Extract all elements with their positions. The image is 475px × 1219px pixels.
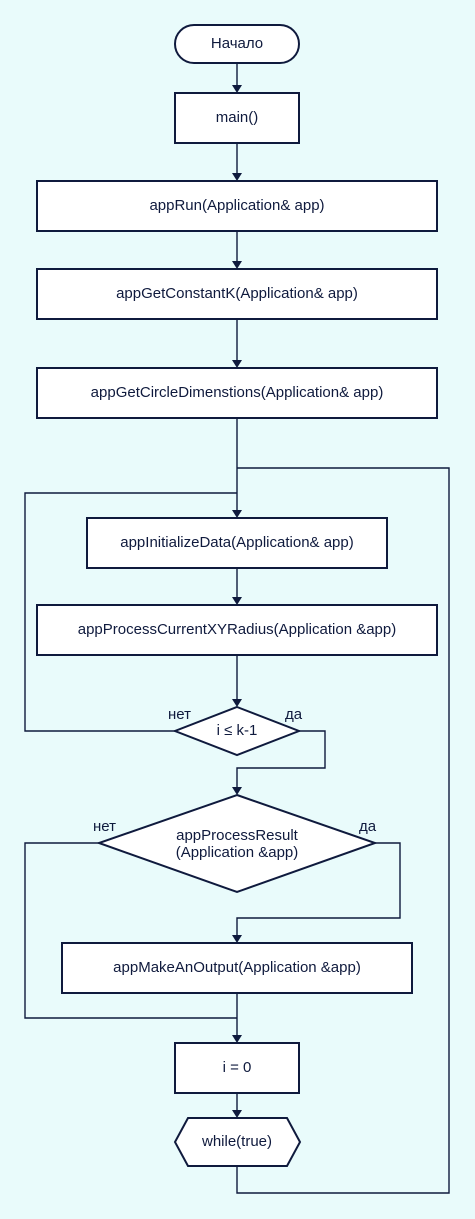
initialize-data-label: appInitializeData(Application& app): [120, 534, 353, 551]
edge-app-run-to-get-constant-k: [232, 231, 242, 269]
reset-i-node: i = 0: [174, 1042, 300, 1094]
result-yes-label: да: [359, 818, 377, 835]
edge-reset-i-to-while-true: [232, 1093, 242, 1118]
edge-loop-yes-to-process-result: [232, 730, 326, 795]
get-circle-dimensions-node: appGetCircleDimenstions(Application& app…: [36, 367, 438, 419]
edge-loop-no-back: [24, 492, 237, 732]
edge-make-output-to-reset-i: [232, 993, 242, 1043]
get-circle-dimensions-label: appGetCircleDimenstions(Application& app…: [91, 384, 384, 401]
start-label: Начало: [211, 35, 263, 52]
process-result-label-line1: appProcessResult: [176, 827, 299, 844]
edge-get-constant-k-to-get-circle-dimensions: [232, 319, 242, 368]
loop-yes-label: да: [285, 706, 303, 723]
app-run-label: appRun(Application& app): [149, 197, 324, 214]
process-current-xy-radius-node: appProcessCurrentXYRadius(Application &a…: [36, 604, 438, 656]
loop-condition-node: i ≤ k-1: [172, 705, 302, 757]
make-output-label: appMakeAnOutput(Application &app): [113, 959, 361, 976]
start-node: Начало: [174, 24, 300, 64]
process-result-label-line2: (Application &app): [176, 844, 299, 861]
edge-initialize-data-to-process-current: [232, 568, 242, 605]
edge-main-to-app-run: [232, 143, 242, 181]
edge-start-to-main: [232, 63, 242, 93]
loop-no-label: нет: [168, 706, 191, 723]
app-run-node: appRun(Application& app): [36, 180, 438, 232]
loop-condition-label: i ≤ k-1: [217, 722, 258, 739]
edge-result-yes-to-make-output: [232, 842, 401, 943]
result-no-label: нет: [93, 818, 116, 835]
process-current-xy-radius-label: appProcessCurrentXYRadius(Application &a…: [78, 621, 397, 638]
reset-i-label: i = 0: [223, 1059, 252, 1076]
edge-result-no-bypass: [24, 842, 237, 1019]
edge-while-loop-back: [236, 467, 450, 1194]
get-constant-k-node: appGetConstantK(Application& app): [36, 268, 438, 320]
main-label: main(): [216, 109, 259, 126]
make-output-node: appMakeAnOutput(Application &app): [61, 942, 413, 994]
edge-process-current-to-loop-condition: [232, 655, 242, 707]
main-node: main(): [174, 92, 300, 144]
process-result-node: appProcessResult (Application &app): [95, 793, 379, 894]
while-true-label: while(true): [201, 1133, 272, 1150]
while-true-node: while(true): [173, 1117, 302, 1167]
get-constant-k-label: appGetConstantK(Application& app): [116, 285, 358, 302]
initialize-data-node: appInitializeData(Application& app): [86, 517, 388, 569]
edge-get-circle-dimensions-to-initialize-data: [232, 418, 242, 518]
